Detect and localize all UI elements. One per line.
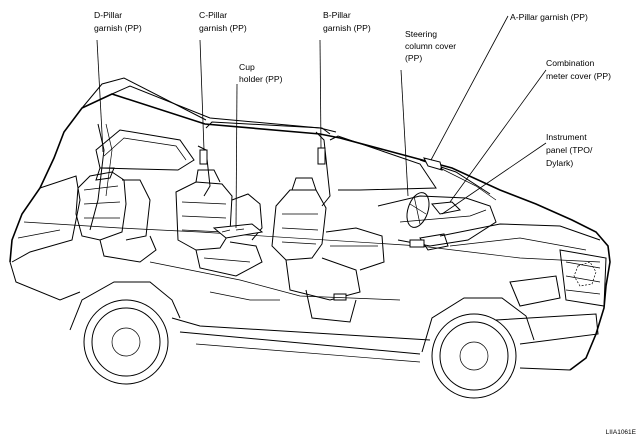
label-a-pillar-garnish: A-Pillar garnish (PP): [510, 12, 588, 22]
interior: [75, 167, 497, 323]
label-instrument-panel: Instrument panel (TPO/ Dylark): [546, 132, 595, 168]
label-combination-meter-cover: Combination meter cover (PP): [546, 58, 611, 81]
label-b-pillar-garnish: B-Pillar garnish (PP): [323, 10, 371, 33]
label-cup-holder: Cup holder (PP): [239, 62, 283, 84]
figure-code: LIIA1061E: [606, 429, 637, 436]
window-frames: [89, 123, 497, 231]
leader-lines: [96, 15, 547, 229]
label-d-pillar-garnish: D-Pillar garnish (PP): [94, 10, 142, 33]
label-steering-column-cover: Steering column cover (PP): [405, 29, 459, 63]
label-c-pillar-garnish: C-Pillar garnish (PP): [199, 10, 247, 33]
vehicle-body: [9, 77, 611, 399]
